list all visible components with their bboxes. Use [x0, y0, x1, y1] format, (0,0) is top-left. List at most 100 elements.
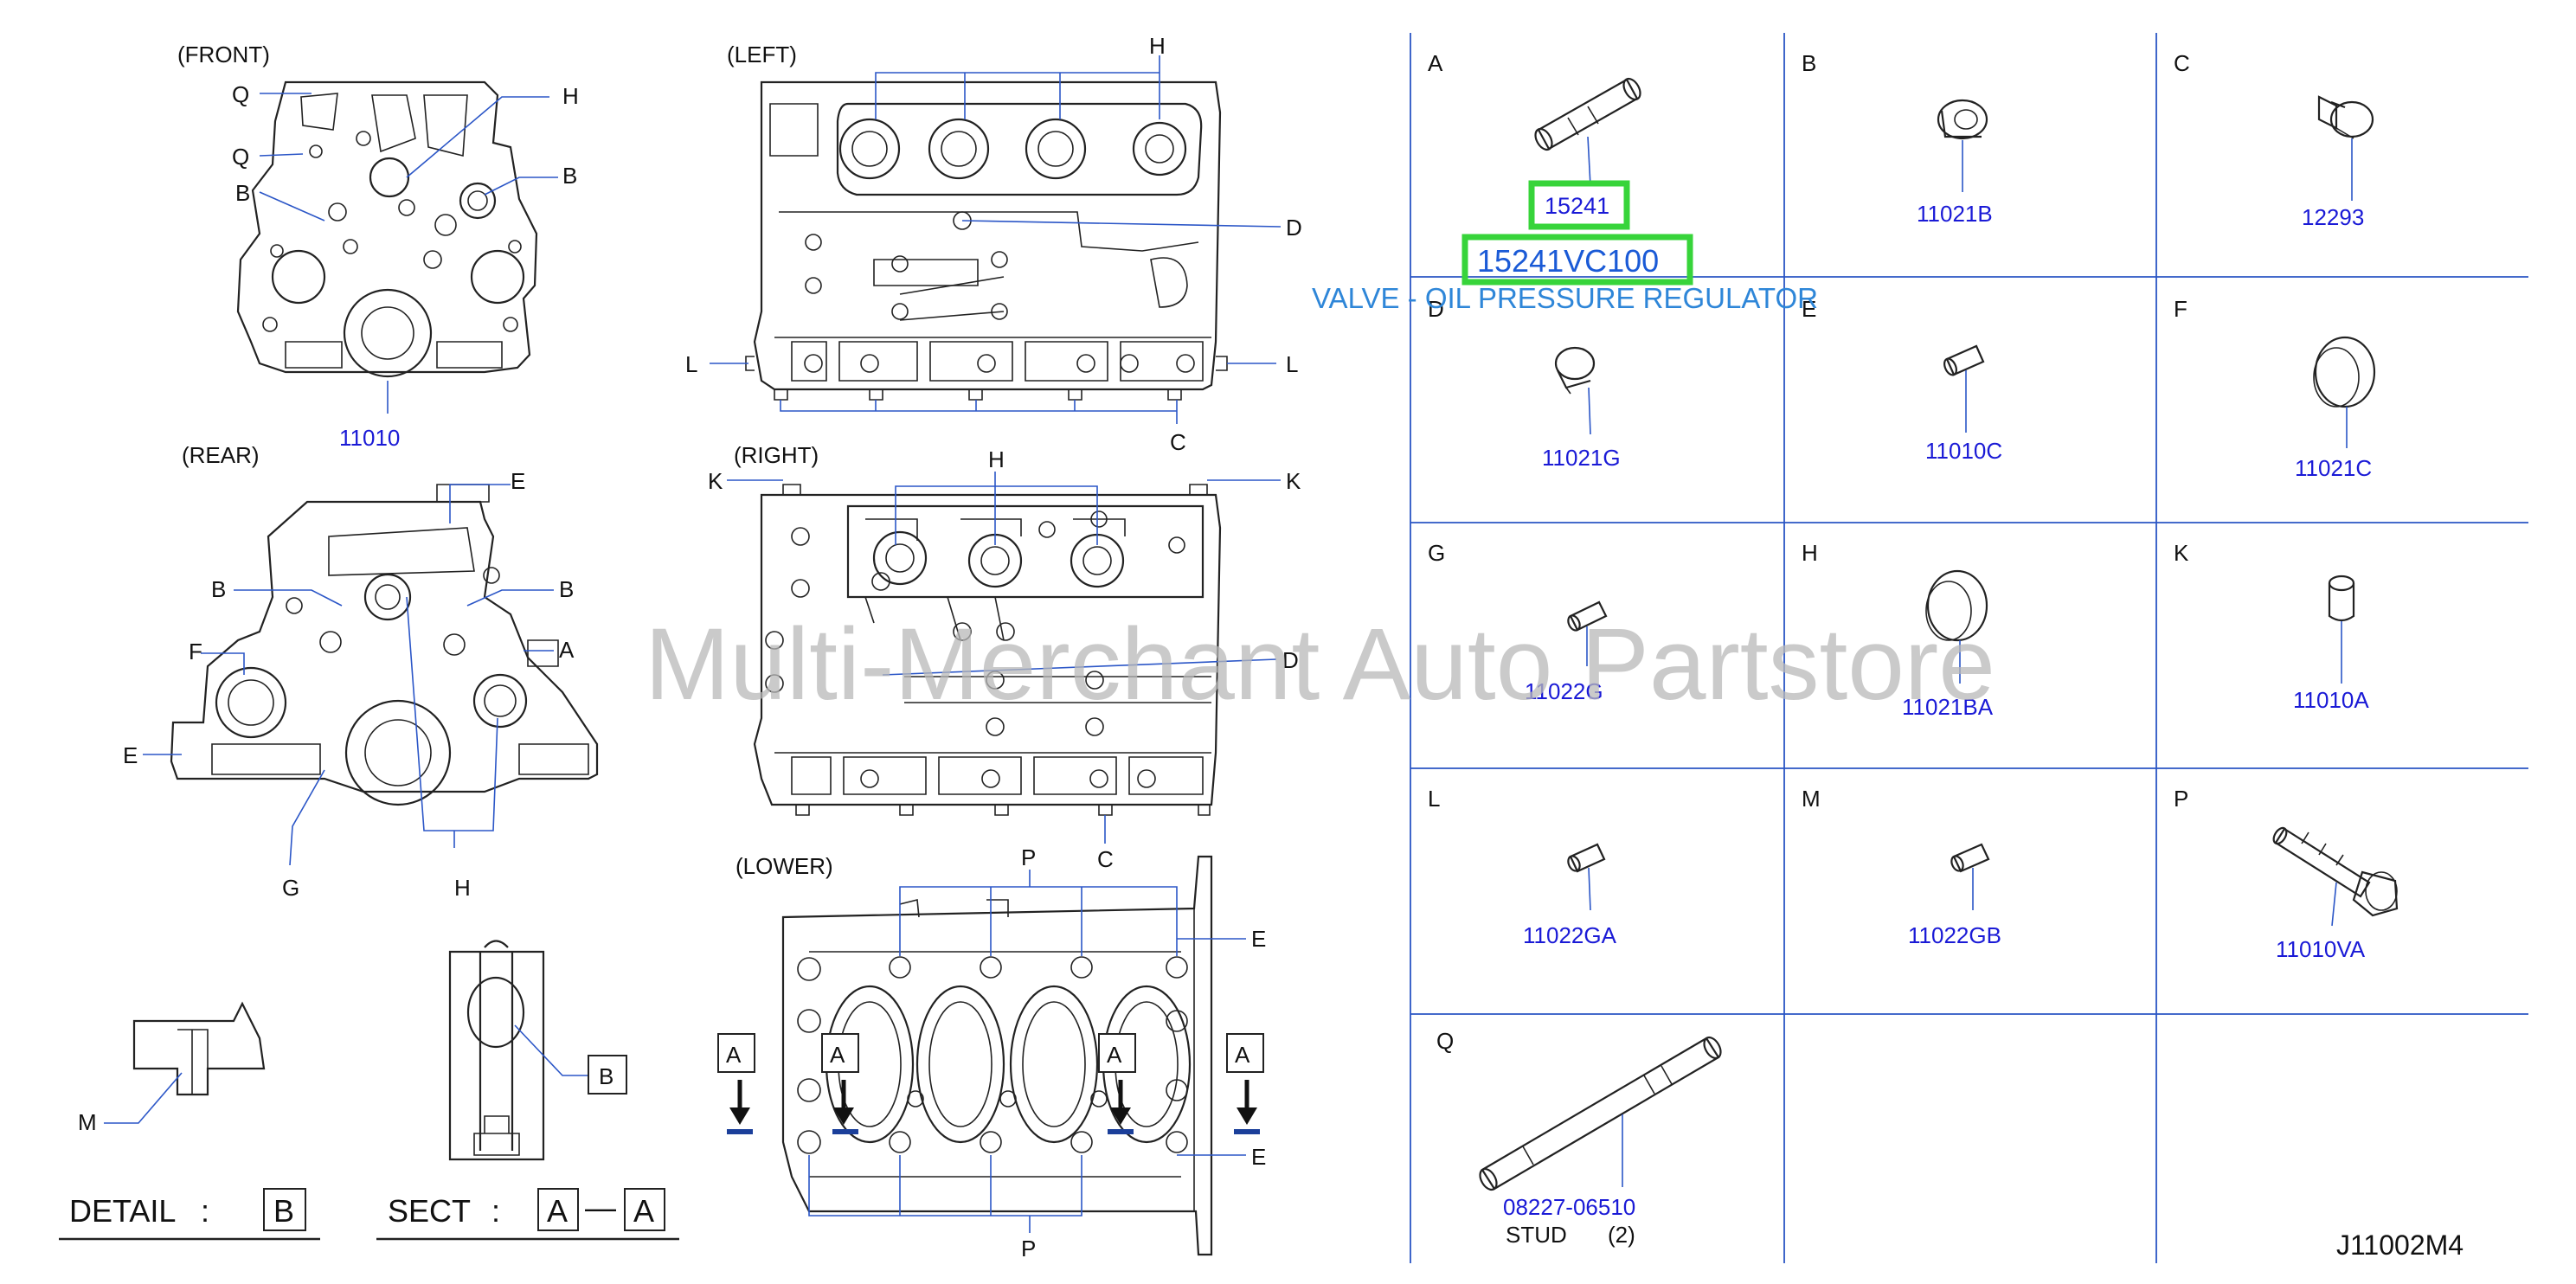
lower-label-p2: P [1021, 1236, 1036, 1262]
caption-detail: DETAIL : B [59, 1188, 320, 1241]
detail-caption-label: DETAIL [69, 1193, 176, 1229]
dowel-pin-icon-m [1950, 843, 1990, 873]
parts-cell-f[interactable]: F 11021C [2174, 296, 2376, 481]
plug-bolt-icon [1554, 346, 1596, 395]
cell-part-a[interactable]: 15241 [1545, 193, 1609, 219]
detail-caption-value: B [273, 1193, 294, 1229]
cell-part-d[interactable]: 11021G [1542, 445, 1621, 471]
lower-label-p1: P [1021, 844, 1036, 870]
parts-cell-e[interactable]: E 11010C [1802, 296, 2002, 464]
parts-cell-a[interactable]: A [1428, 50, 1643, 187]
left-view-title: (LEFT) [727, 42, 797, 67]
cell-q-sub-name: STUD [1506, 1222, 1567, 1248]
front-view: (FRONT) Q Q B H B 11010 [177, 42, 579, 451]
rear-label-e1: E [511, 468, 525, 494]
right-label-k2: K [1286, 468, 1301, 494]
cell-part-p[interactable]: 11010VA [2276, 936, 2366, 962]
rear-label-b2: B [559, 576, 574, 602]
parts-cell-b[interactable]: B 11021B [1802, 50, 1993, 227]
cell-letter-k: K [2174, 540, 2189, 566]
knock-pin-icon [2328, 575, 2355, 622]
lower-label-e2: E [1251, 1144, 1266, 1170]
front-label-h: H [562, 83, 579, 109]
dowel-pin-icon-l [1567, 843, 1606, 873]
caption-sect: SECT : A — A [376, 1188, 679, 1241]
lower-view-title: (LOWER) [736, 853, 833, 879]
cell-letter-d: D [1428, 296, 1444, 322]
detail-b: B [448, 940, 627, 1161]
rear-label-h: H [454, 875, 471, 901]
cell-part-m[interactable]: 11022GB [1908, 922, 2001, 948]
left-label-h: H [1149, 33, 1166, 59]
rear-label-a: A [559, 637, 575, 663]
cell-part-g[interactable]: 11022G [1525, 678, 1603, 704]
cell-part-l[interactable]: 11022GA [1523, 922, 1617, 948]
left-label-d: D [1286, 215, 1302, 241]
parts-cell-q[interactable]: Q 08227-06510 STUD (2) [1436, 1028, 1724, 1248]
parts-cell-l[interactable]: L 11022GA [1428, 786, 1617, 948]
rear-label-b1: B [211, 576, 226, 602]
cell-part-q[interactable]: 08227-06510 [1503, 1194, 1635, 1220]
sect-caption-a2: A [633, 1193, 654, 1229]
front-label-q1: Q [232, 81, 249, 107]
oil-pressure-valve-icon [1534, 77, 1641, 151]
cell-letter-f: F [2174, 296, 2187, 322]
cell-letter-c: C [2174, 50, 2190, 76]
parts-cell-h[interactable]: H 11021BA [1802, 540, 1994, 720]
cell-part-f[interactable]: 11021C [2295, 455, 2372, 481]
cell-part-b[interactable]: 11021B [1917, 201, 1993, 227]
table-grid [1410, 33, 2528, 1263]
parts-cell-k[interactable]: K 11010A [2174, 540, 2369, 713]
sect-caption-a1: A [547, 1193, 568, 1229]
left-view: (LEFT) H D L L C [685, 33, 1302, 455]
dowel-pin-icon-g [1567, 600, 1608, 632]
front-part-number[interactable]: 11010 [339, 425, 400, 451]
cell-letter-b: B [1802, 50, 1816, 76]
cell-letter-g: G [1428, 540, 1445, 566]
expansion-plug-icon-h [1925, 569, 1988, 642]
left-label-c: C [1170, 429, 1186, 455]
diagram-code: J11002M4 [2336, 1229, 2464, 1261]
cell-letter-a: A [1428, 50, 1443, 76]
rear-view-title: (REAR) [182, 442, 260, 468]
highlight-description: VALVE - OIL PRESSURE REGULATOR [1312, 282, 1818, 314]
right-view-title: (RIGHT) [734, 442, 819, 468]
section-markers: A A A A [717, 1033, 1264, 1134]
parts-cell-c[interactable]: C 12293 [2174, 50, 2374, 230]
lower-label-a4: A [1235, 1042, 1250, 1068]
rear-label-f: F [189, 639, 202, 664]
cell-letter-p: P [2174, 786, 2188, 812]
right-label-h: H [988, 446, 1005, 472]
cell-part-h[interactable]: 11021BA [1902, 694, 1994, 720]
detail-m: M [78, 1001, 266, 1135]
plug-icon [1937, 99, 1988, 140]
detail-label-m: M [78, 1109, 97, 1135]
front-label-b1: B [235, 180, 250, 206]
highlight-box-large [1461, 234, 1693, 286]
parts-cell-p[interactable]: P 11010VA [2174, 786, 2399, 962]
rear-label-g: G [282, 875, 299, 901]
front-label-b2: B [562, 163, 577, 189]
stud-icon [1479, 1036, 1722, 1191]
sect-caption-colon: : [491, 1193, 500, 1229]
parts-cell-m[interactable]: M 11022GB [1802, 786, 2001, 948]
cell-part-k[interactable]: 11010A [2293, 687, 2369, 713]
sect-caption-label: SECT [388, 1193, 471, 1229]
cell-letter-m: M [1802, 786, 1821, 812]
watermark-text: Multi-Merchant Auto Partstore [645, 607, 1995, 722]
parts-cell-g[interactable]: G 11022G [1428, 540, 1608, 704]
parts-cell-d[interactable]: D 11021G [1428, 296, 1621, 471]
lower-view: (LOWER) [717, 844, 1266, 1262]
right-label-c: C [1097, 846, 1114, 872]
cell-letter-h: H [1802, 540, 1818, 566]
front-view-title: (FRONT) [177, 42, 270, 67]
expansion-plug-icon [2313, 336, 2376, 408]
cell-part-e[interactable]: 11010C [1925, 438, 2002, 464]
front-block-outline [236, 80, 538, 374]
cell-part-c[interactable]: 12293 [2302, 204, 2364, 230]
highlight-part-number[interactable]: 15241VC100 [1477, 243, 1659, 279]
cell-q-sub-qty: (2) [1608, 1222, 1635, 1248]
front-label-q2: Q [232, 144, 249, 170]
highlighted-part[interactable]: 15241 15241VC100 VALVE - OIL PRESSURE RE… [1312, 180, 1818, 314]
right-label-k1: K [708, 468, 723, 494]
